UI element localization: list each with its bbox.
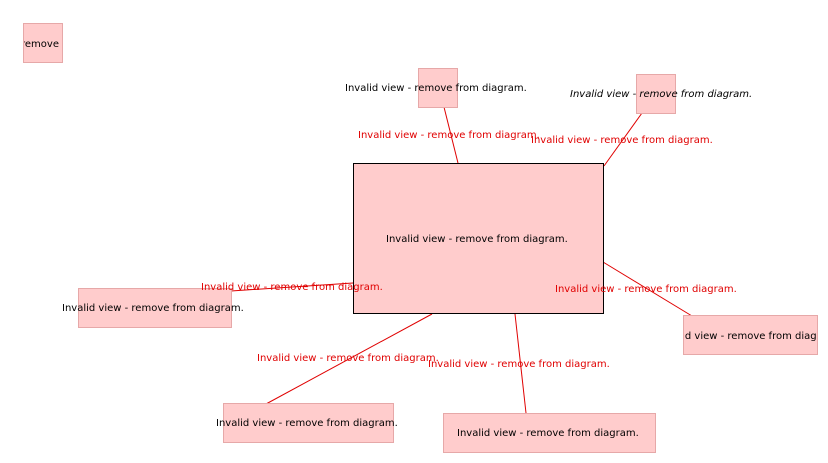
edge-top-label: Invalid view - remove from diagram.	[358, 130, 540, 141]
edge-bottom-left-label: Invalid view - remove from diagram.	[257, 353, 439, 364]
node-corner[interactable]: remove f	[23, 23, 63, 63]
node-bottom-right[interactable]	[443, 413, 656, 453]
node-left-label: Invalid view - remove from diagram.	[62, 303, 244, 314]
node-top-label: Invalid view - remove from diagram.	[345, 83, 527, 94]
node-bottom-right-label: Invalid view - remove from diagram.	[457, 428, 639, 439]
node-center[interactable]	[353, 163, 604, 314]
node-bottom-left-label: Invalid view - remove from diagram.	[216, 418, 398, 429]
node-top-right-label: Invalid view - remove from diagram.	[570, 89, 753, 100]
node-corner-label: remove f	[23, 39, 62, 50]
edge-bottom-right-label: Invalid view - remove from diagram.	[428, 359, 610, 370]
node-right[interactable]: Invalid view - remove from diagra	[683, 315, 818, 355]
node-top-right[interactable]	[636, 74, 676, 114]
edge-left-label: Invalid view - remove from diagram.	[201, 282, 383, 293]
edge-right-label: Invalid view - remove from diagram.	[555, 284, 737, 295]
node-left[interactable]	[78, 288, 232, 328]
node-right-label: Invalid view - remove from diagra	[683, 331, 817, 342]
node-top[interactable]	[418, 68, 458, 108]
node-center-label: Invalid view - remove from diagram.	[386, 234, 568, 245]
node-bottom-left[interactable]	[223, 403, 394, 443]
edge-top-right-label: Invalid view - remove from diagram.	[531, 135, 713, 146]
